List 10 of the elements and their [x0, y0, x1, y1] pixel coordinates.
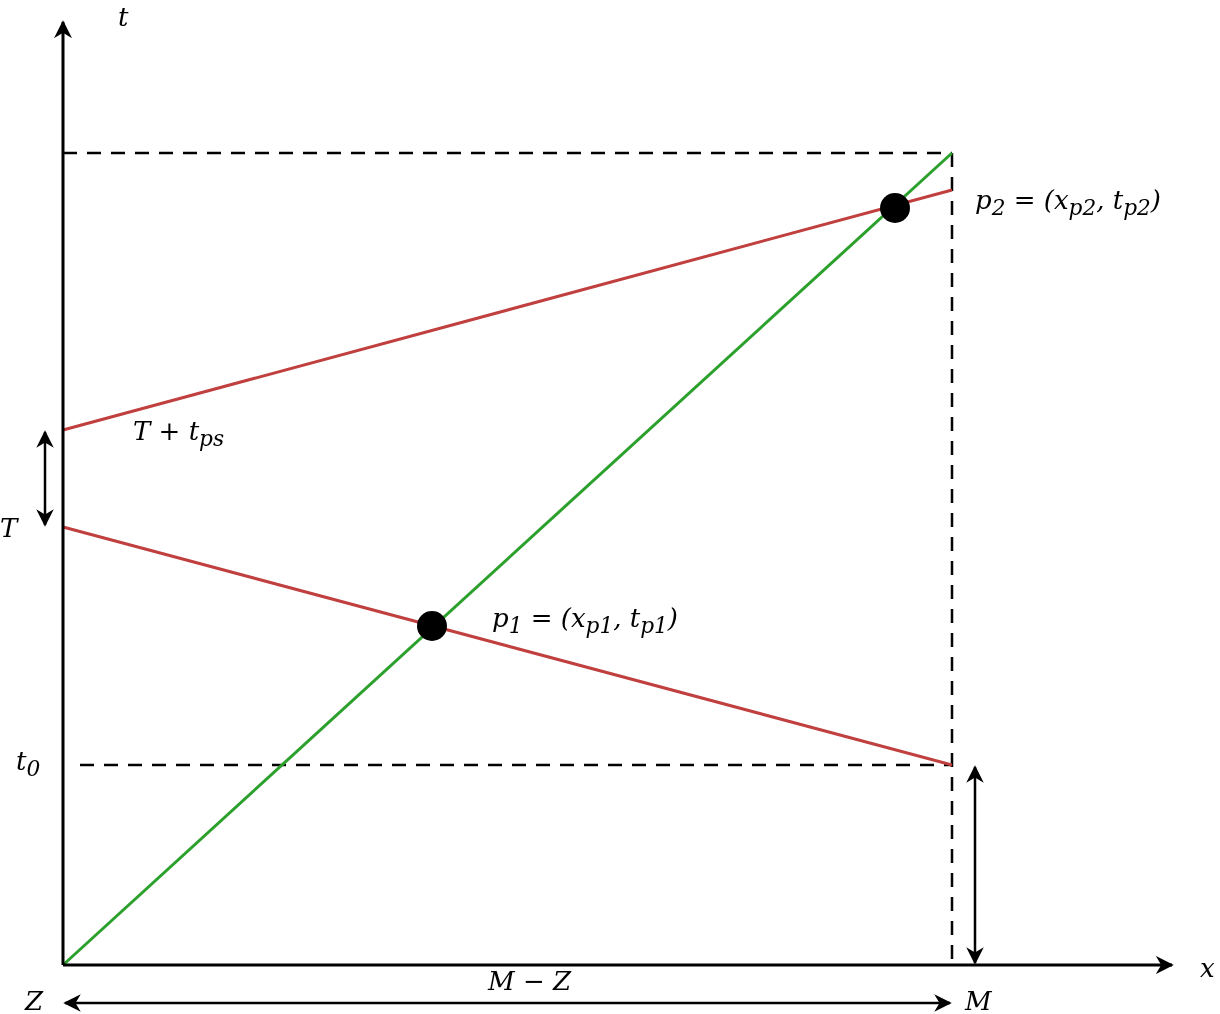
- point-label: p$_{2}$ = (x$_{p2}$, t$_{p2}$): [975, 187, 1161, 219]
- dimension-label: M − Z: [488, 968, 571, 994]
- axis-tick-label: T: [0, 515, 18, 541]
- axis-tick-label: Z: [25, 988, 44, 1014]
- axis-tick-label: t$_{0}$: [16, 748, 41, 780]
- point-label: p$_{1}$ = (x$_{p1}$, t$_{p1}$): [492, 605, 678, 637]
- axis-tick-label: M: [965, 988, 992, 1014]
- axis-label: x: [1200, 955, 1215, 981]
- axis-label: t: [118, 4, 129, 30]
- value-label: T + t$_{ps}$: [133, 418, 225, 450]
